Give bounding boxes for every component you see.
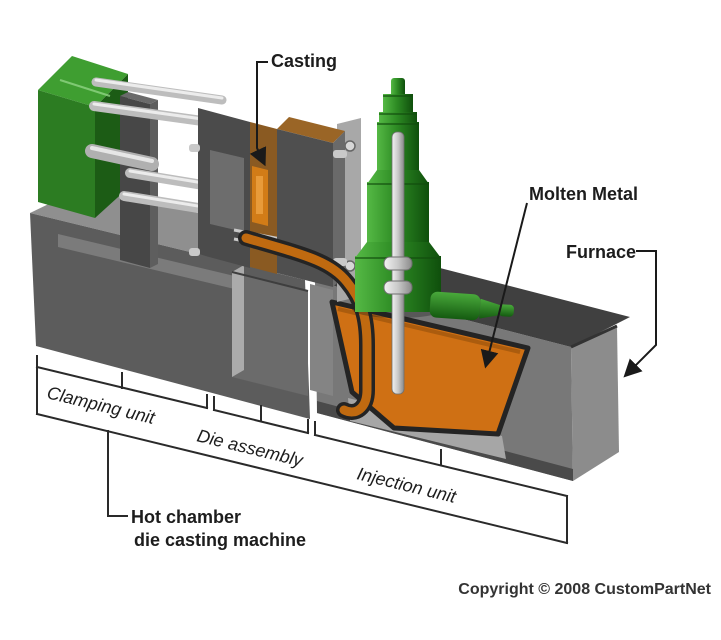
plunger-rod [383,131,413,395]
machine-label-connector [107,430,128,517]
clamping-unit-label: Clamping unit [45,382,158,428]
casting-callout-line [249,61,268,167]
moving-platen [120,92,158,268]
hydraulic-ram [85,144,159,171]
molten-metal-pool [329,299,531,437]
annotations [249,61,657,378]
molten-metal-label: Molten Metal [529,184,638,204]
die-half-left [189,108,250,268]
injection-cylinder [352,78,514,321]
die-assembly-label: Die assembly [195,425,306,470]
nozzle-valve [429,291,514,321]
copyright-text: Copyright © 2008 CustomPartNet [458,581,711,598]
injection-unit-label: Injection unit [355,463,459,507]
casting-label: Casting [271,51,337,71]
base-recess [232,272,308,396]
machine-name-line2: die casting machine [134,530,306,550]
furnace-label: Furnace [566,242,636,262]
machine-name-line1: Hot chamber [131,507,241,527]
molten-metal-callout-line [480,202,528,369]
unit-brackets [35,355,569,545]
furnace-callout-line [623,250,657,378]
